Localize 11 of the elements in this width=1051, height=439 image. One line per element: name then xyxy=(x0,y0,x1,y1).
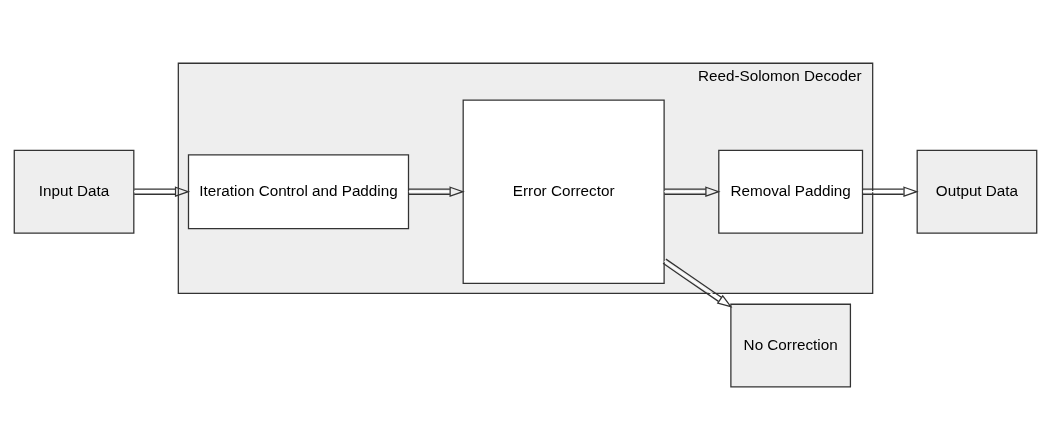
node-box: Error Corrector xyxy=(462,99,665,284)
node-box: Output Data xyxy=(916,149,1038,234)
arrow xyxy=(662,258,733,308)
node-box: No Correction xyxy=(730,303,852,388)
arrow xyxy=(408,185,465,197)
arrow xyxy=(133,185,191,197)
node-box: Removal Padding xyxy=(718,149,864,234)
node-box: Iteration Control and Padding xyxy=(187,153,410,229)
node-box: Input Data xyxy=(13,149,135,234)
arrow xyxy=(862,185,919,197)
arrow xyxy=(663,185,721,197)
